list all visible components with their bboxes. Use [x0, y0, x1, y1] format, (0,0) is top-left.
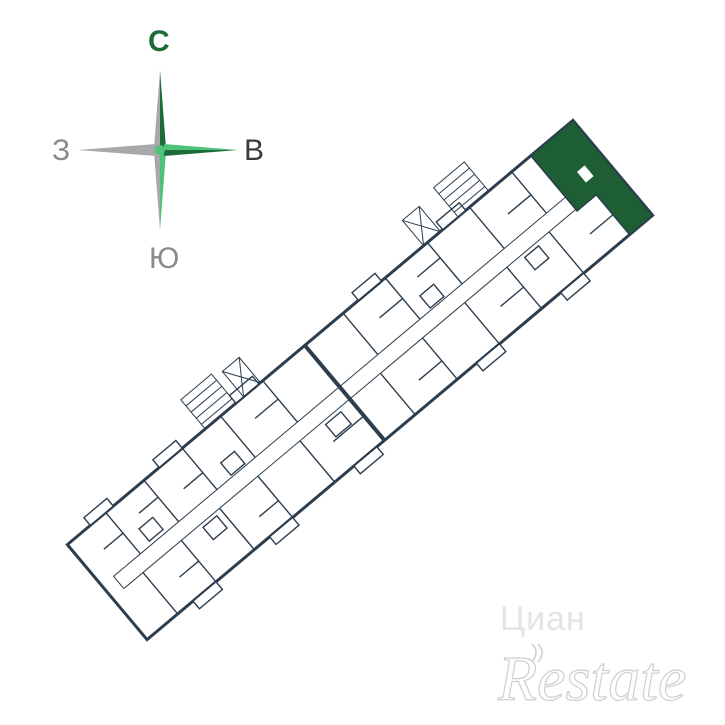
elevator-icon	[221, 205, 442, 398]
restate-watermark: Restate	[497, 642, 687, 714]
compass-west-label: З	[52, 134, 71, 167]
building-plan	[65, 118, 655, 642]
compass-east-label: В	[244, 134, 265, 167]
restate-wave-icon	[531, 643, 543, 663]
stair-icon	[180, 161, 490, 430]
compass-north-label: С	[148, 25, 170, 58]
compass-rose-icon	[78, 70, 238, 230]
highlighted-apartment[interactable]	[529, 119, 654, 250]
compass-south-label: Ю	[149, 242, 180, 275]
cian-watermark: Циан	[500, 600, 586, 638]
